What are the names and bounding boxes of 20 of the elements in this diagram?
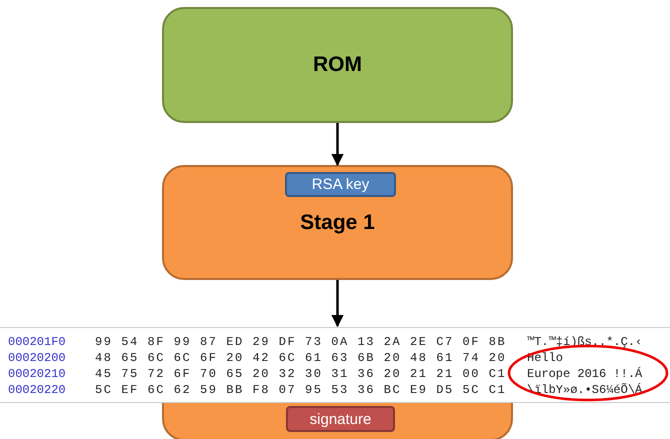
key-tag: signature <box>286 406 395 432</box>
hex-bytes: 45 75 72 6F 70 65 20 32 30 31 36 20 21 21 00 C1 <box>95 367 506 381</box>
hex-address: 00020220 <box>8 383 66 397</box>
hex-address: 00020200 <box>8 351 66 365</box>
ascii-text: Europe 2016 !!.Á <box>527 367 642 381</box>
key-tag: RSA key <box>285 172 396 197</box>
arrow <box>331 280 344 328</box>
stage-box <box>162 401 513 439</box>
ascii-text: \ïlbY»ø.•S6¼éÕ\Á <box>527 383 642 397</box>
stage-box <box>162 165 513 280</box>
stage-box <box>162 7 513 123</box>
hex-bytes: 48 65 6C 6C 6F 20 42 6C 61 63 6B 20 48 61 74 20 <box>95 351 506 365</box>
arrow <box>331 123 344 166</box>
hex-address: 000201F0 <box>8 335 66 349</box>
hex-bytes: 5C EF 6C 62 59 BB F8 07 95 53 36 BC E9 D5 5C C1 <box>95 383 506 397</box>
ascii-text: ™T.™‡í)ßs..*.Ç.‹ <box>527 335 642 349</box>
stage-label: ROM <box>313 53 362 77</box>
hex-bytes: 99 54 8F 99 87 ED 29 DF 73 0A 13 2A 2E C7 0F 8B <box>95 335 506 349</box>
stage-label: Stage 1 <box>300 210 375 234</box>
hex-address: 00020210 <box>8 367 66 381</box>
